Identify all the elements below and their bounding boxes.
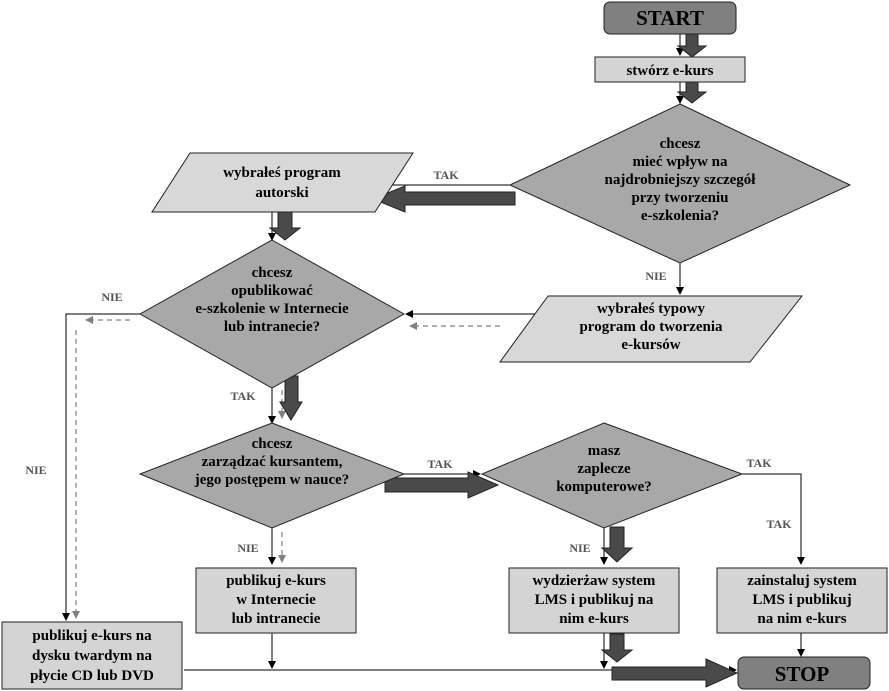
node-q-detail: chcesz mieć wpływ na najdrobniejszy szczeg… xyxy=(508,103,852,264)
manage-decision-shape xyxy=(138,422,406,529)
label-publish-no: NIE xyxy=(101,290,122,304)
stop-line: STOP xyxy=(775,662,830,686)
edge-labels: TAK NIE NIE TAK NIE TAK NIE TAK TAK NIE xyxy=(25,168,792,555)
start-terminal-shape xyxy=(603,1,737,35)
rent-lms-line: nim e-kurs xyxy=(559,611,629,627)
fat-arrow-create xyxy=(676,81,708,104)
publish-internet-line: publikuj e-kurs xyxy=(226,573,326,589)
custom-text: wybrałeś program autorski xyxy=(223,165,341,201)
typical-program-line: e-kursów xyxy=(621,337,680,353)
edge-publish-disk xyxy=(62,313,140,621)
stop-text: STOP xyxy=(775,662,830,686)
publish-disk-line: dysku twardym na xyxy=(32,648,153,664)
hardware-text: masz zaplecze komputerowe? xyxy=(556,443,652,495)
fat-arrow-rent-down xyxy=(600,633,634,663)
publish-decision-shape xyxy=(138,239,406,389)
create-process-shape xyxy=(594,56,746,83)
install-lms-line: LMS i publikuj xyxy=(752,592,851,608)
fat-arrow-publish-yes xyxy=(279,375,303,421)
install-lms-line: na nim e-kurs xyxy=(757,611,846,627)
node-custom-program: wybrałeś program autorski xyxy=(151,152,414,213)
publish-internet-line: lub intranecie xyxy=(232,611,321,627)
q-detail-line: e-szkolenia? xyxy=(641,208,719,224)
typical-program-line: program do tworzenia xyxy=(579,319,723,335)
label-publish-yes: TAK xyxy=(230,389,256,403)
q-publish-line: chcesz xyxy=(252,265,293,281)
node-q-manage: chcesz zarządzać kursantem, jego postępem … xyxy=(138,422,406,529)
label-hardware-no: NIE xyxy=(569,541,590,555)
q-manage-line: zarządzać kursantem, xyxy=(202,454,343,470)
start-line: START xyxy=(636,6,704,30)
detail-decision-shape xyxy=(508,103,852,264)
disk-process-shape xyxy=(1,621,183,690)
q-manage-line: jego postępem w nauce? xyxy=(194,472,350,488)
node-publish-disk: publikuj e-kurs na dysku twardym na płycie… xyxy=(1,621,183,690)
q-publish-line: e-szkolenie w Internecie xyxy=(195,301,349,317)
detail-text: chcesz mieć wpływ na najdrobniejszy szczeg… xyxy=(605,136,757,224)
typical-io-shape xyxy=(499,295,804,363)
q-detail-line: mieć wpływ na xyxy=(633,154,728,170)
rent-lms-line: LMS i publikuj na xyxy=(535,592,654,608)
fat-arrow-start xyxy=(676,33,708,58)
q-publish-line: opublikować xyxy=(231,283,313,299)
node-typical-program: wybrałeś typowy program do tworzenia e-kur… xyxy=(499,295,804,363)
create-text: stwórz e-kurs xyxy=(626,63,713,79)
fat-arrow-custom xyxy=(268,211,302,241)
q-detail-line: najdrobniejszy szczegół xyxy=(605,172,757,188)
start-text: START xyxy=(636,6,704,30)
internet-process-shape xyxy=(195,567,357,634)
rent-lms-line: wydzierżaw system xyxy=(533,573,656,589)
internet-text: publikuj e-kurs w Internecie lub intraneci… xyxy=(226,573,326,627)
hardware-decision-shape xyxy=(480,422,744,529)
publish-internet-line: w Internecie xyxy=(236,592,316,608)
q-manage-line: chcesz xyxy=(252,436,293,452)
q-publish-line: lub intranecie? xyxy=(224,319,320,335)
label-hardware-yes-down: TAK xyxy=(766,517,792,531)
q-hardware-line: komputerowe? xyxy=(556,479,652,495)
typical-program-line: wybrałeś typowy xyxy=(597,301,705,317)
stop-terminal-shape xyxy=(737,656,871,690)
custom-io-shape xyxy=(151,152,414,213)
fat-arrows xyxy=(268,33,739,688)
fat-arrow-hardware-no xyxy=(600,526,634,563)
rent-process-shape xyxy=(508,567,680,634)
label-left-no: NIE xyxy=(25,463,46,477)
label-hardware-yes: TAK xyxy=(746,456,772,470)
q-hardware-line: masz xyxy=(588,443,621,459)
edge-hardware-install xyxy=(742,473,805,565)
typical-text: wybrałeś typowy program do tworzenia e-kur… xyxy=(579,301,723,353)
fat-arrow-manage-yes xyxy=(384,471,500,499)
install-lms-line: zainstaluj system xyxy=(747,573,857,589)
custom-program-line: autorski xyxy=(255,185,308,201)
node-create: stwórz e-kurs xyxy=(594,56,746,83)
label-detail-no: NIE xyxy=(645,269,666,283)
manage-text: chcesz zarządzać kursantem, jego postępem … xyxy=(194,436,350,488)
node-stop: STOP xyxy=(737,656,871,690)
fat-arrow-detail-yes xyxy=(371,185,516,213)
create-line: stwórz e-kurs xyxy=(626,63,713,79)
q-detail-line: chcesz xyxy=(660,136,701,152)
label-manage-yes: TAK xyxy=(427,457,453,471)
label-detail-yes: TAK xyxy=(433,168,459,182)
node-start: START xyxy=(603,1,737,35)
label-manage-no: NIE xyxy=(237,541,258,555)
publish-text: chcesz opublikować e-szkolenie w Interneci… xyxy=(195,265,349,335)
q-hardware-line: zaplecze xyxy=(577,461,631,477)
custom-program-line: wybrałeś program xyxy=(223,165,341,181)
node-publish-internet: publikuj e-kurs w Internecie lub intraneci… xyxy=(195,567,357,634)
q-detail-line: przy tworzeniu xyxy=(631,190,728,206)
publish-disk-line: płycie CD lub DVD xyxy=(30,668,154,684)
publish-disk-line: publikuj e-kurs na xyxy=(32,628,152,644)
install-process-shape xyxy=(716,567,888,634)
node-q-publish: chcesz opublikować e-szkolenie w Interneci… xyxy=(138,239,406,389)
fat-arrow-to-stop xyxy=(611,658,739,688)
node-q-hardware: masz zaplecze komputerowe? xyxy=(480,422,744,529)
disk-text: publikuj e-kurs na dysku twardym na płycie… xyxy=(30,628,154,684)
